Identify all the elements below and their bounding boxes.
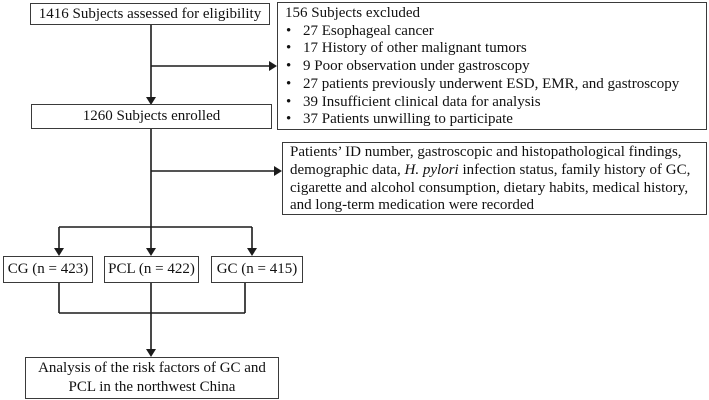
arrowhead-to-analysis-icon bbox=[146, 349, 156, 357]
excluded-item-label: 39 Insufficient clinical data for analys… bbox=[303, 93, 541, 110]
analysis-line1: Analysis of the risk factors of GC and bbox=[38, 360, 266, 376]
arrowhead-to-recorded-icon bbox=[274, 166, 282, 176]
excluded-item: • 27 patients previously underwent ESD, … bbox=[285, 76, 700, 94]
analysis-box: Analysis of the risk factors of GC and P… bbox=[25, 357, 279, 399]
excluded-item-label: 17 History of other malignant tumors bbox=[303, 40, 527, 57]
cg-group-label: CG (n = 423) bbox=[7, 261, 89, 277]
bullet-icon: • bbox=[286, 22, 292, 39]
arrowhead-to-cg-icon bbox=[54, 248, 64, 256]
excluded-item: • 27 Esophageal cancer bbox=[285, 23, 700, 41]
recorded-line: demographic data, H. pylori infection st… bbox=[290, 162, 699, 180]
arrowhead-to-enrolled-icon bbox=[146, 97, 156, 105]
bullet-icon: • bbox=[286, 40, 292, 57]
analysis-line2: PCL in the northwest China bbox=[68, 379, 236, 395]
bullet-icon: • bbox=[286, 75, 292, 92]
recorded-line2-after: infection status, family history of GC, bbox=[458, 161, 691, 178]
pcl-group-box: PCL (n = 422) bbox=[104, 256, 199, 283]
pcl-group-label: PCL (n = 422) bbox=[108, 261, 195, 277]
excluded-item: • 9 Poor observation under gastroscopy bbox=[285, 58, 700, 76]
arrowhead-to-pcl-icon bbox=[146, 248, 156, 256]
recorded-line2-italic: H. pylori bbox=[404, 161, 459, 178]
bullet-icon: • bbox=[286, 58, 292, 75]
excluded-item: • 37 Patients unwilling to participate bbox=[285, 111, 700, 129]
excluded-item: • 17 History of other malignant tumors bbox=[285, 40, 700, 58]
cg-group-box: CG (n = 423) bbox=[3, 256, 93, 283]
recorded-line: and long-term medication were recorded bbox=[290, 197, 535, 214]
excluded-item-label: 27 patients previously underwent ESD, EM… bbox=[303, 75, 680, 92]
excluded-item: • 39 Insufficient clinical data for anal… bbox=[285, 94, 700, 112]
excluded-item-label: 27 Esophageal cancer bbox=[303, 22, 434, 39]
bullet-icon: • bbox=[286, 111, 292, 128]
excluded-item-label: 37 Patients unwilling to participate bbox=[303, 111, 513, 128]
excluded-box: 156 Subjects excluded • 27 Esophageal ca… bbox=[277, 2, 707, 130]
eligibility-label: 1416 Subjects assessed for eligibility bbox=[38, 5, 262, 22]
arrowhead-to-excluded-icon bbox=[269, 61, 277, 71]
gc-group-label: GC (n = 415) bbox=[216, 261, 298, 277]
enrolled-box: 1260 Subjects enrolled bbox=[31, 104, 272, 129]
excluded-item-label: 9 Poor observation under gastroscopy bbox=[303, 58, 530, 75]
enrolled-label: 1260 Subjects enrolled bbox=[82, 108, 221, 124]
recorded-line2-before: demographic data, bbox=[290, 161, 405, 178]
recorded-line: Patients’ ID number, gastroscopic and hi… bbox=[290, 144, 682, 160]
arrowhead-to-gc-icon bbox=[247, 248, 257, 256]
connector-merge-bar bbox=[58, 283, 246, 314]
eligibility-box: 1416 Subjects assessed for eligibility bbox=[30, 3, 270, 25]
recorded-line: cigarette and alcohol consumption, dieta… bbox=[290, 179, 689, 196]
bullet-icon: • bbox=[286, 93, 292, 110]
excluded-title: 156 Subjects excluded bbox=[285, 5, 420, 21]
gc-group-box: GC (n = 415) bbox=[211, 256, 303, 283]
recorded-box: Patients’ ID number, gastroscopic and hi… bbox=[282, 142, 707, 215]
